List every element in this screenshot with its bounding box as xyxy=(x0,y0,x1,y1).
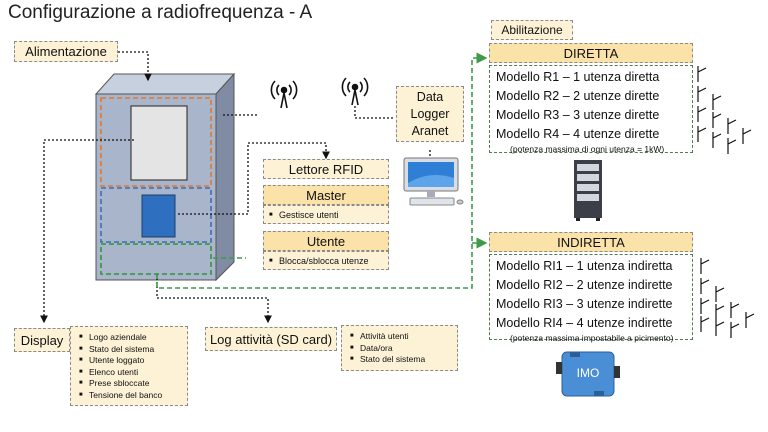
rfid-reader-panel xyxy=(141,194,176,238)
switch-icon-group-indiretta xyxy=(700,258,755,338)
display-item: Tensione del banco xyxy=(79,390,187,402)
cabinet xyxy=(94,72,236,282)
indiretta-model: Modello RI3 – 3 utenze indirette xyxy=(496,297,673,311)
display-item: Prese sbloccate xyxy=(79,378,187,390)
indiretta-header: INDIRETTA xyxy=(489,232,693,252)
display-item: Logo aziendale xyxy=(79,332,187,344)
server-icon xyxy=(574,160,602,221)
master-item: Gestisce utenti xyxy=(269,210,388,222)
switch-icon xyxy=(697,66,707,82)
relay-compartment xyxy=(100,243,212,275)
display-panel xyxy=(130,105,188,181)
display-box: Display xyxy=(14,328,70,352)
display-item: Elenco utenti xyxy=(79,367,187,379)
switch-icon xyxy=(697,106,737,134)
log-item: Stato del sistema xyxy=(350,354,457,366)
diretta-note: (potenza massima di ogni utenza = 1kW) xyxy=(510,144,665,154)
switch-icon xyxy=(697,86,722,110)
indiretta-model: Modello RI4 – 4 utenze indirette xyxy=(496,316,673,330)
indiretta-model: Modello RI1 – 1 utenza indiretta xyxy=(496,259,673,273)
abilitazione-box: Abilitazione xyxy=(491,20,573,40)
lettore-rfid-box: Lettore RFID xyxy=(263,159,389,179)
switch-icon xyxy=(700,258,710,274)
lower-compartment xyxy=(100,187,212,243)
switch-icon xyxy=(700,298,740,320)
diretta-model: Modello R1 – 1 utenza diretta xyxy=(496,70,660,84)
indiretta-model: Modello RI2 – 2 utenze indirette xyxy=(496,278,673,292)
log-item: Attività utenti xyxy=(350,331,457,343)
switch-icon xyxy=(697,126,752,154)
switch-icon xyxy=(700,278,725,302)
antenna-icon xyxy=(341,77,369,106)
utente-header: Utente xyxy=(263,231,389,251)
upper-compartment xyxy=(100,97,212,187)
display-item: Stato del sistema xyxy=(79,344,187,356)
page-title: Configurazione a radiofrequenza - A xyxy=(8,2,313,23)
computer-icon xyxy=(403,157,464,206)
antenna-icon xyxy=(270,80,298,109)
switch-icon-group-diretta xyxy=(697,66,752,154)
diretta-header: DIRETTA xyxy=(489,43,693,63)
data-logger-box: Data Logger Aranet xyxy=(396,86,464,142)
log-item: Data/ora xyxy=(350,343,457,355)
diretta-model: Modello R4 – 4 utenze dirette xyxy=(496,127,660,141)
utente-item: Blocca/sblocca utenze xyxy=(269,256,388,268)
indiretta-models-box: Modello RI1 – 1 utenza indiretta Modello… xyxy=(489,254,693,343)
display-item: Utente loggato xyxy=(79,355,187,367)
imo-label: IMO xyxy=(576,366,600,380)
master-header: Master xyxy=(263,185,389,205)
diretta-model: Modello R2 – 2 utenze dirette xyxy=(496,89,660,103)
diretta-models-box: Modello R1 – 1 utenza diretta Modello R2… xyxy=(489,65,693,154)
log-box: Log attività (SD card) xyxy=(205,327,337,351)
diretta-model: Modello R3 – 3 utenze dirette xyxy=(496,108,660,122)
imo-module-icon xyxy=(556,351,620,397)
switch-icon xyxy=(700,312,755,338)
display-items-box: Logo aziendale Stato del sistema Utente … xyxy=(70,326,188,406)
utente-items-box: Blocca/sblocca utenze xyxy=(263,251,389,270)
log-items-box: Attività utenti Data/ora Stato del siste… xyxy=(341,325,458,371)
master-items-box: Gestisce utenti xyxy=(263,205,389,224)
alimentazione-box: Alimentazione xyxy=(14,41,118,62)
indiretta-note: (potenza massima impostabile a picimento… xyxy=(510,333,674,343)
